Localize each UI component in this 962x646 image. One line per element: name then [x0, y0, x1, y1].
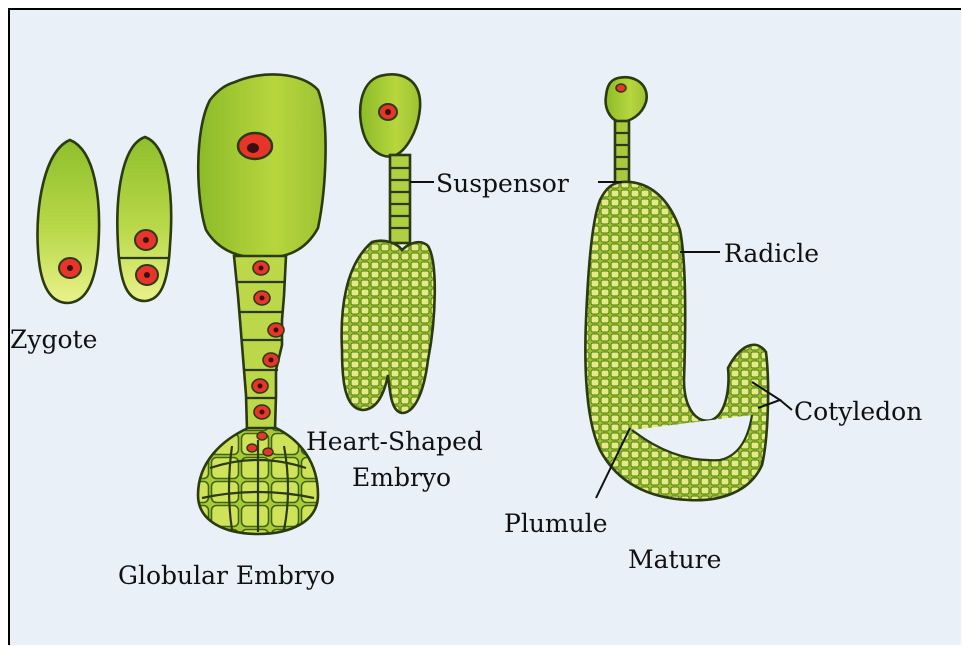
globular-embryo	[198, 74, 326, 534]
heart-shaped-embryo	[342, 74, 435, 413]
label-mature: Mature	[628, 545, 721, 574]
label-radicle: Radicle	[724, 239, 819, 268]
mature-embryo	[585, 77, 768, 500]
label-plumule: Plumule	[504, 509, 608, 538]
two-celled-proembryo	[117, 137, 171, 301]
label-cotyledon: Cotyledon	[794, 397, 922, 426]
label-suspensor: Suspensor	[436, 169, 569, 198]
label-heart-embryo: Embryo	[352, 463, 451, 492]
zygote-single-cell	[37, 140, 99, 303]
label-heart-shaped: Heart-Shaped	[306, 427, 483, 456]
label-zygote: Zygote	[10, 325, 97, 354]
label-globular-embryo: Globular Embryo	[118, 561, 335, 590]
